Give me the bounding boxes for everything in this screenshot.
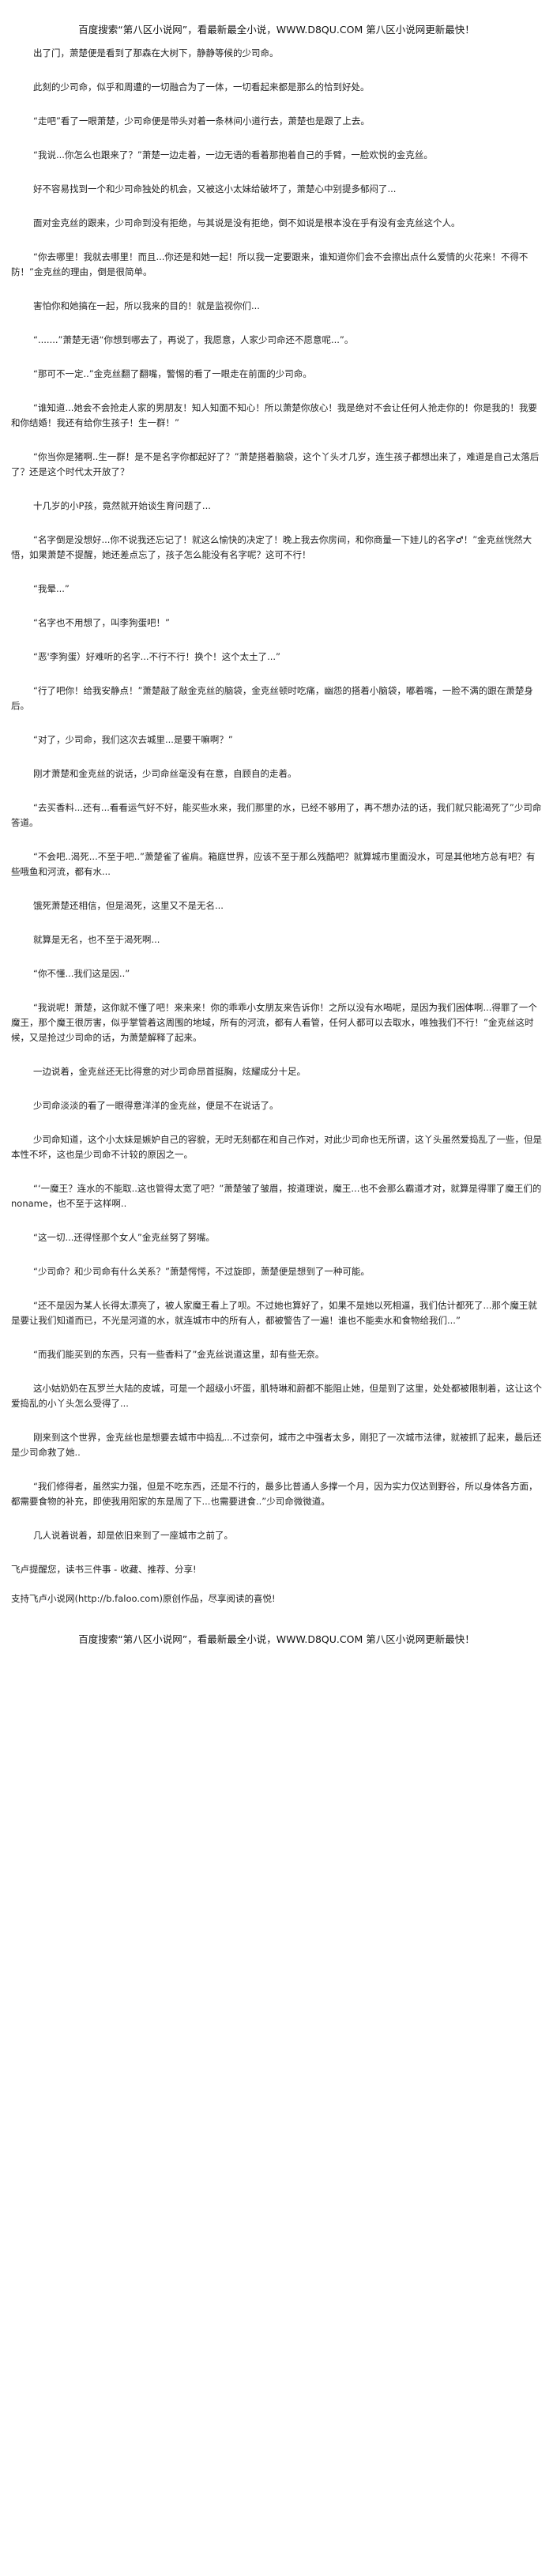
header-banner: 百度搜索“第八区小说网”，看最新最全小说，WWW.D8QU.COM 第八区小说网… xyxy=(78,24,475,36)
story-paragraph: “‘一魔王？连水的不能取..这也管得太宽了吧？”萧楚皱了皱眉，按道理说，魔王..… xyxy=(11,1183,542,1209)
footer-banner: 百度搜索“第八区小说网”，看最新最全小说，WWW.D8QU.COM 第八区小说网… xyxy=(78,1633,475,1645)
story-paragraph: “我说呢！萧楚，这你就不懂了吧！来来来！你的乖乖小女朋友来告诉你！之所以没有水喝… xyxy=(11,1002,537,1043)
support-notice: 支持飞卢小说网(http://b.faloo.com)原创作品，尽享阅读的喜悦! xyxy=(11,1593,276,1604)
chapter-content: 出了门，萧楚便是看到了那森在大树下，静静等候的少司命。此刻的少司命，似乎和周遭的… xyxy=(6,46,547,1606)
story-paragraph: 十几岁的小P孩，竟然就开始谈生育问题了... xyxy=(33,500,211,511)
story-paragraph: “我们修得者，虽然实力强，但是不吃东西，还是不行的，最多比普通人多撑一个月，因为… xyxy=(11,1481,538,1507)
story-paragraph: “少司命？和少司命有什么关系？”萧楚愕愕，不过旋即，萧楚便是想到了一种可能。 xyxy=(33,1266,370,1277)
story-paragraph: “恶'李狗蛋）好难听的名字...不行不行！换个！这个太土了...” xyxy=(33,651,281,662)
story-paragraph: “你不懂...我们这是因..” xyxy=(33,968,130,979)
story-paragraph: “去买香料...还有...看看运气好不好，能买些水来，我们那里的水，已经不够用了… xyxy=(11,802,542,828)
story-paragraph: 几人说着说着，却是依旧来到了一座城市之前了。 xyxy=(33,1530,233,1541)
story-paragraph: “谁知道...她会不会抢走人家的男朋友！知人知面不知心！所以萧楚你放心！我是绝对… xyxy=(11,402,537,428)
story-paragraph: “还不是因为某人长得太漂亮了，被人家魔王看上了呗。不过她也算好了，如果不是她以死… xyxy=(11,1300,537,1326)
story-paragraph: 就算是无名，也不至于渴死啊... xyxy=(33,934,160,945)
story-paragraph: 饿死萧楚还相信，但是渴死，这里又不是无名... xyxy=(33,900,224,911)
story-paragraph: “那可不一定..”金克丝翻了翻嘴，警惕的看了一眼走在前面的少司命。 xyxy=(33,368,312,379)
story-paragraph: “名字倒是没想好...你不说我还忘记了！就这么愉快的决定了！晚上我去你房间，和你… xyxy=(11,534,532,560)
story-paragraph: “.......”萧楚无语“你想到哪去了，再说了，我愿意，人家少司命还不愿意呢.… xyxy=(33,334,354,345)
story-paragraph: “不会吧..渴死...不至于吧..”萧楚雀了雀肩。箱庭世界，应该不至于那么残酷吧… xyxy=(11,851,536,877)
story-paragraph: “对了，少司命，我们这次去城里...是要干嘛啊？” xyxy=(33,734,233,745)
story-paragraph: “这一切...还得怪那个女人”金克丝努了努嘴。 xyxy=(33,1232,215,1243)
story-paragraph: “名字也不用想了，叫李狗蛋吧！” xyxy=(33,617,170,628)
story-paragraph: 这小姑奶奶在瓦罗兰大陆的皮城，可是一个超级小坏蛋，肌特琳和蔚都不能阻止她，但是到… xyxy=(11,1383,542,1409)
story-paragraph: 刚来到这个世界，金克丝也是想要去城市中捣乱...不过奈何，城市之中强者太多，刚犯… xyxy=(11,1432,542,1458)
story-paragraph: “走吧”看了一眼萧楚，少司命便是带头对着一条林间小道行去，萧楚也是跟了上去。 xyxy=(33,115,370,126)
story-paragraph: 出了门，萧楚便是看到了那森在大树下，静静等候的少司命。 xyxy=(33,47,279,58)
story-paragraph: 少司命知道，这个小太妹是嫉妒自己的容貌，无时无刻都在和自己作对，对此少司命也无所… xyxy=(11,1134,542,1160)
story-paragraph: 害怕你和她搞在一起，所以我来的目的！就是监视你们... xyxy=(33,300,260,311)
story-paragraph: 此刻的少司命，似乎和周遭的一切融合为了一体，一切看起来都是那么的恰到好处。 xyxy=(33,81,370,92)
story-paragraph: “你当你是猪啊..生一群！是不是名字你都起好了？”萧楚搭着脑袋，这个丫头才几岁，… xyxy=(11,451,540,477)
story-paragraph: 面对金克丝的跟来，少司命到没有拒绝，与其说是没有拒绝，倒不如说是根本没在乎有没有… xyxy=(33,217,461,228)
story-paragraph: “而我们能买到的东西，只有一些香料了”金克丝说道这里，却有些无奈。 xyxy=(33,1349,325,1360)
story-paragraph: 刚才萧楚和金克丝的说话，少司命丝毫没有在意，自顾自的走着。 xyxy=(33,768,297,779)
story-paragraph: 少司命淡淡的看了一眼得意洋洋的金克丝，便是不在说话了。 xyxy=(33,1100,279,1111)
story-paragraph: “你去哪里！我就去哪里！而且...你还是和她一起！所以我一定要跟来，谁知道你们会… xyxy=(11,251,529,277)
story-paragraph: 一边说着，金克丝还无比得意的对少司命昂首挺胸，炫耀成分十足。 xyxy=(33,1066,306,1077)
story-paragraph: “我晕...” xyxy=(33,583,70,594)
story-paragraph: “行了吧你！给我安静点！”萧楚敲了敲金克丝的脑袋，金克丝顿时吃痛，幽怨的搭着小脑… xyxy=(11,685,533,711)
reading-tip: 飞卢提醒您，读书三件事 - 收藏、推荐、分享! xyxy=(11,1564,197,1575)
story-paragraph: “我说...你怎么也跟来了？”萧楚一边走着，一边无语的看着那抱着自己的手臂，一脸… xyxy=(33,149,433,160)
story-paragraph: 好不容易找到一个和少司命独处的机会，又被这小太妹给破坏了，萧楚心中别提多郁闷了.… xyxy=(33,183,397,194)
